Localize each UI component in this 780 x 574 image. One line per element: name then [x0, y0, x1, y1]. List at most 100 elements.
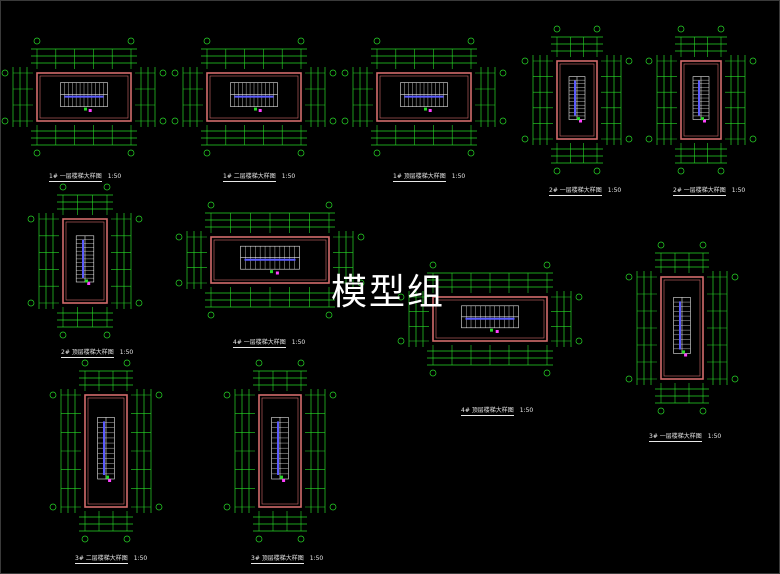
marker: [84, 107, 87, 111]
axis-bubble: [103, 183, 111, 191]
axis-bubble: [135, 215, 143, 223]
axis-bubble: [207, 201, 215, 209]
wall-outline: [210, 236, 330, 284]
axis-bubble: [373, 149, 381, 157]
axis-bubble: [123, 535, 131, 543]
axis-bubble: [329, 391, 337, 399]
wall-outline: [206, 72, 302, 122]
axis-bubble: [1, 69, 9, 77]
marker: [254, 107, 257, 111]
wall-outline: [432, 296, 548, 342]
axis-bubble: [593, 25, 601, 33]
axis-bubble: [699, 407, 707, 415]
axis-bubble: [657, 407, 665, 415]
marker: [258, 109, 262, 112]
wall-inner: [87, 397, 125, 505]
axis-bubble: [553, 167, 561, 175]
marker: [270, 270, 273, 274]
axis-bubble: [593, 167, 601, 175]
axis-bubble: [33, 37, 41, 45]
wall-outline: [62, 218, 108, 304]
wall-inner: [39, 75, 129, 119]
axis-bubble: [127, 37, 135, 45]
axis-bubble: [49, 391, 57, 399]
axis-bubble: [749, 57, 757, 65]
marker: [490, 328, 493, 332]
marker: [701, 117, 704, 121]
axis-bubble: [329, 69, 337, 77]
axis-bubble: [297, 359, 305, 367]
axis-bubble: [159, 117, 167, 125]
axis-bubble: [329, 117, 337, 125]
axis-bubble: [341, 69, 349, 77]
axis-bubble: [81, 359, 89, 367]
wall-outline: [84, 394, 128, 508]
axis-bubble: [521, 57, 529, 65]
marker: [282, 479, 286, 482]
axis-bubble: [499, 69, 507, 77]
wall-inner: [213, 239, 327, 281]
wall-inner: [209, 75, 299, 119]
axis-bubble: [625, 57, 633, 65]
axis-bubble: [499, 117, 507, 125]
marker: [577, 117, 580, 121]
marker: [495, 330, 499, 333]
axis-bubble: [297, 149, 305, 157]
axis-bubble: [429, 369, 437, 377]
axis-bubble: [33, 149, 41, 157]
axis-bubble: [171, 117, 179, 125]
axis-bubble: [429, 261, 437, 269]
axis-bubble: [297, 37, 305, 45]
wall-inner: [65, 221, 105, 301]
wall-outline: [680, 60, 722, 140]
wall-outline: [258, 394, 302, 508]
marker: [684, 353, 688, 357]
wall-outline: [36, 72, 132, 122]
axis-bubble: [717, 167, 725, 175]
axis-bubble: [175, 233, 183, 241]
axis-bubble: [27, 215, 35, 223]
axis-bubble: [59, 183, 67, 191]
marker: [87, 282, 91, 285]
axis-bubble: [49, 503, 57, 511]
axis-bubble: [203, 149, 211, 157]
axis-bubble: [135, 299, 143, 307]
axis-bubble: [575, 337, 583, 345]
marker: [428, 109, 432, 112]
wall-outline: [660, 276, 704, 380]
axis-bubble: [677, 25, 685, 33]
marker: [579, 119, 582, 123]
marker: [703, 119, 706, 123]
marker: [280, 475, 283, 479]
marker: [275, 271, 279, 275]
wall-outline: [376, 72, 472, 122]
axis-bubble: [329, 503, 337, 511]
axis-bubble: [127, 149, 135, 157]
marker: [424, 107, 427, 111]
axis-bubble: [625, 135, 633, 143]
marker: [88, 109, 92, 112]
axis-bubble: [553, 25, 561, 33]
axis-bubble: [223, 503, 231, 511]
axis-bubble: [59, 331, 67, 339]
axis-bubble: [357, 233, 365, 241]
axis-bubble: [521, 135, 529, 143]
axis-bubble: [575, 293, 583, 301]
wall-outline: [556, 60, 598, 140]
axis-bubble: [123, 359, 131, 367]
axis-bubble: [175, 279, 183, 287]
axis-bubble: [341, 117, 349, 125]
marker: [108, 479, 112, 482]
watermark-text: 模型组: [331, 272, 446, 313]
marker: [682, 350, 685, 354]
axis-bubble: [645, 57, 653, 65]
axis-bubble: [159, 69, 167, 77]
marker: [85, 279, 88, 283]
